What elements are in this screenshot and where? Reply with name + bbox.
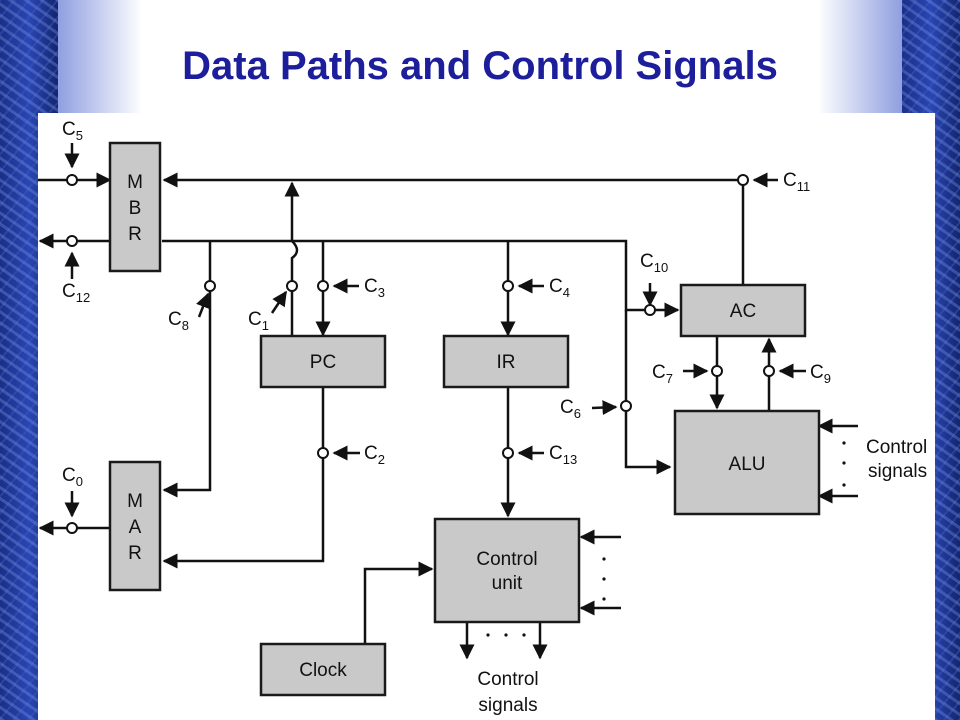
gate-c2	[317, 447, 329, 459]
svg-text:C10: C10	[640, 251, 668, 275]
pc-label: PC	[310, 352, 336, 373]
datapath-diagram: M B R M A R PC IR AC ALU Control unit Cl…	[38, 119, 927, 716]
svg-text:C4: C4	[549, 276, 570, 300]
ir-block	[442, 334, 570, 389]
arrow-c8	[196, 292, 211, 318]
svg-text:C3: C3	[364, 276, 385, 300]
label-c7: C7	[652, 362, 673, 386]
cu-control-signals-label-2: signals	[478, 695, 537, 716]
alu-block	[673, 409, 821, 516]
mbr-letter-1: M	[127, 172, 143, 193]
clock-block	[259, 642, 387, 697]
control-unit-label-2: unit	[492, 573, 523, 594]
label-c11: C11	[783, 170, 810, 194]
svg-text:C0: C0	[62, 465, 83, 489]
svg-text:C13: C13	[549, 443, 577, 467]
svg-text:C8: C8	[168, 309, 189, 333]
mbr-letter-2: B	[129, 198, 142, 219]
svg-text:C2: C2	[364, 443, 385, 467]
control-unit-right-dots	[602, 557, 606, 601]
gate-c11	[737, 174, 749, 186]
control-unit-bottom-dots	[486, 633, 526, 637]
ac-block	[679, 283, 807, 338]
svg-text:C1: C1	[248, 309, 269, 333]
label-c13: C13	[549, 443, 577, 467]
gate-c9	[763, 365, 775, 377]
gate-c5	[66, 174, 78, 186]
alu-control-signals-label-1: Control	[866, 437, 927, 458]
gate-c1	[286, 280, 298, 292]
gate-c3	[317, 280, 329, 292]
mar-block	[108, 460, 162, 592]
gate-c7	[711, 365, 723, 377]
wire-bus-to-alu	[624, 310, 672, 475]
gate-c10	[644, 304, 656, 316]
svg-text:C9: C9	[810, 362, 831, 386]
pc-block	[259, 334, 387, 389]
mbr-block	[108, 141, 162, 273]
mar-letter-1: M	[127, 491, 143, 512]
label-c2: C2	[364, 443, 385, 467]
label-c12: C12	[62, 281, 90, 305]
gate-c13	[502, 447, 514, 459]
wire-bus-to-mar	[162, 241, 212, 498]
clock-label: Clock	[299, 660, 347, 681]
wire-clock-to-cu	[363, 561, 434, 645]
gate-c0	[66, 522, 78, 534]
arrow-c1	[270, 290, 288, 314]
label-c1: C1	[248, 309, 269, 333]
alu-control-signals-label-2: signals	[868, 461, 927, 482]
label-c5: C5	[62, 119, 83, 143]
mar-letter-2: A	[129, 517, 142, 538]
ir-label: IR	[497, 352, 516, 373]
svg-text:C7: C7	[652, 362, 673, 386]
alu-label: ALU	[729, 454, 766, 475]
datapath-figure: M B R M A R PC IR AC ALU Control unit Cl…	[38, 113, 935, 720]
label-c10: C10	[640, 251, 668, 275]
arrow-c6	[591, 400, 618, 416]
gate-c8	[204, 280, 216, 292]
label-c3: C3	[364, 276, 385, 300]
mar-letter-3: R	[128, 543, 142, 564]
mbr-letter-3: R	[128, 224, 142, 245]
label-c8: C8	[168, 309, 189, 333]
control-unit-block	[433, 517, 581, 624]
ac-label: AC	[730, 301, 756, 322]
gate-c12	[66, 235, 78, 247]
alu-dots	[842, 441, 846, 487]
label-c6: C6	[560, 397, 581, 421]
slide-title: Data Paths and Control Signals	[182, 44, 778, 88]
wire-pc-to-mar	[162, 388, 325, 569]
svg-text:C6: C6	[560, 397, 581, 421]
control-unit-label-1: Control	[476, 549, 537, 570]
label-c9: C9	[810, 362, 831, 386]
svg-text:C11: C11	[783, 170, 810, 194]
label-c4: C4	[549, 276, 570, 300]
title-banner	[58, 0, 902, 113]
wire-pc-to-bus	[284, 181, 300, 338]
gate-c4	[502, 280, 514, 292]
bus-from-mbr	[162, 239, 680, 318]
svg-text:C5: C5	[62, 119, 83, 143]
label-c0: C0	[62, 465, 83, 489]
svg-text:C12: C12	[62, 281, 90, 305]
gate-c6	[620, 400, 632, 412]
cu-control-signals-label-1: Control	[477, 669, 538, 690]
